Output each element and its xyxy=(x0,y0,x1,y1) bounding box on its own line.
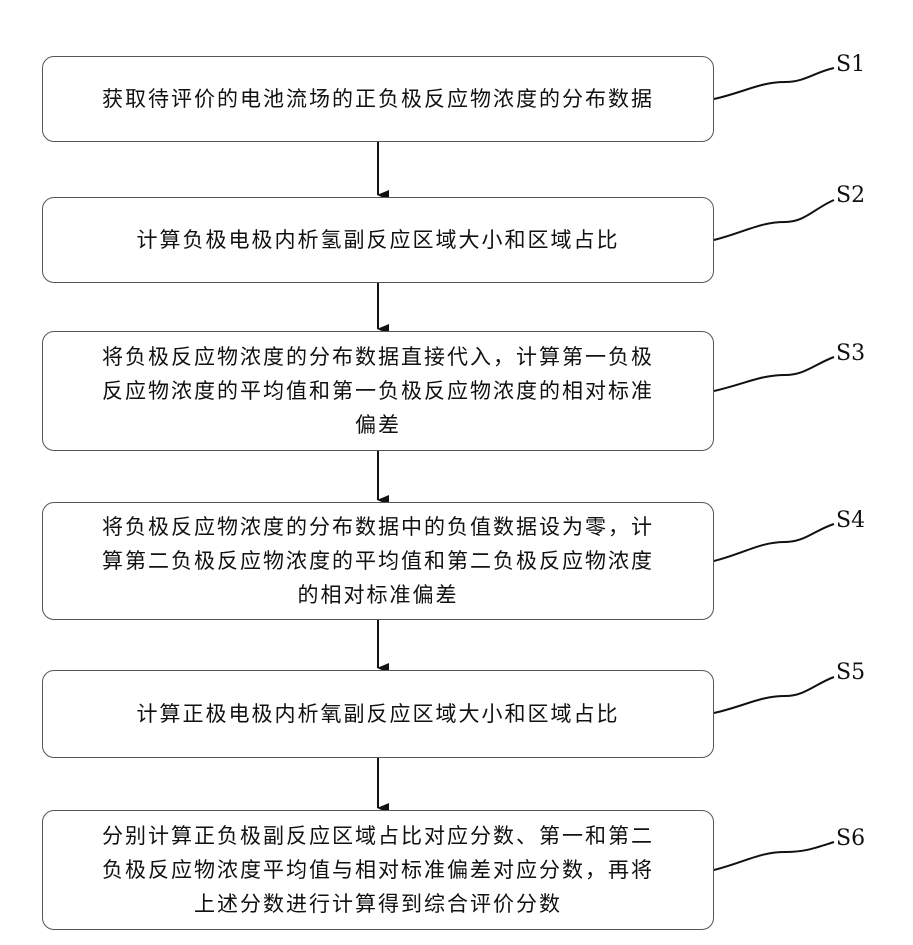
leader-line-s4 xyxy=(714,524,834,561)
step-box-s5: 计算正极电极内析氧副反应区域大小和区域占比 xyxy=(42,670,714,758)
step-text-s3: 将负极反应物浓度的分布数据直接代入，计算第一负极 反应物浓度的平均值和第一负极反… xyxy=(90,340,666,442)
step-box-s6: 分别计算正负极副反应区域占比对应分数、第一和第二 负极反应物浓度平均值与相对标准… xyxy=(42,810,714,930)
step-text-s1: 获取待评价的电池流场的正负极反应物浓度的分布数据 xyxy=(90,82,666,116)
step-label-s5: S5 xyxy=(836,660,865,685)
leader-line-s5 xyxy=(714,677,834,713)
step-label-s6: S6 xyxy=(836,826,865,851)
leader-line-s3 xyxy=(714,357,834,391)
step-label-s1: S1 xyxy=(836,52,865,77)
step-label-s2: S2 xyxy=(836,183,865,208)
step-box-s4: 将负极反应物浓度的分布数据中的负值数据设为零，计 算第二负极反应物浓度的平均值和… xyxy=(42,502,714,620)
step-text-s6: 分别计算正负极副反应区域占比对应分数、第一和第二 负极反应物浓度平均值与相对标准… xyxy=(90,819,666,921)
leader-line-s6 xyxy=(714,842,834,870)
leader-line-s1 xyxy=(714,68,834,99)
step-text-s4: 将负极反应物浓度的分布数据中的负值数据设为零，计 算第二负极反应物浓度的平均值和… xyxy=(90,510,666,612)
step-text-s2: 计算负极电极内析氢副反应区域大小和区域占比 xyxy=(125,223,632,257)
step-box-s3: 将负极反应物浓度的分布数据直接代入，计算第一负极 反应物浓度的平均值和第一负极反… xyxy=(42,331,714,451)
leader-line-s2 xyxy=(714,200,834,240)
step-text-s5: 计算正极电极内析氧副反应区域大小和区域占比 xyxy=(125,697,632,731)
step-box-s1: 获取待评价的电池流场的正负极反应物浓度的分布数据 xyxy=(42,56,714,142)
step-label-s4: S4 xyxy=(836,508,865,533)
step-box-s2: 计算负极电极内析氢副反应区域大小和区域占比 xyxy=(42,197,714,283)
step-label-s3: S3 xyxy=(836,341,865,366)
